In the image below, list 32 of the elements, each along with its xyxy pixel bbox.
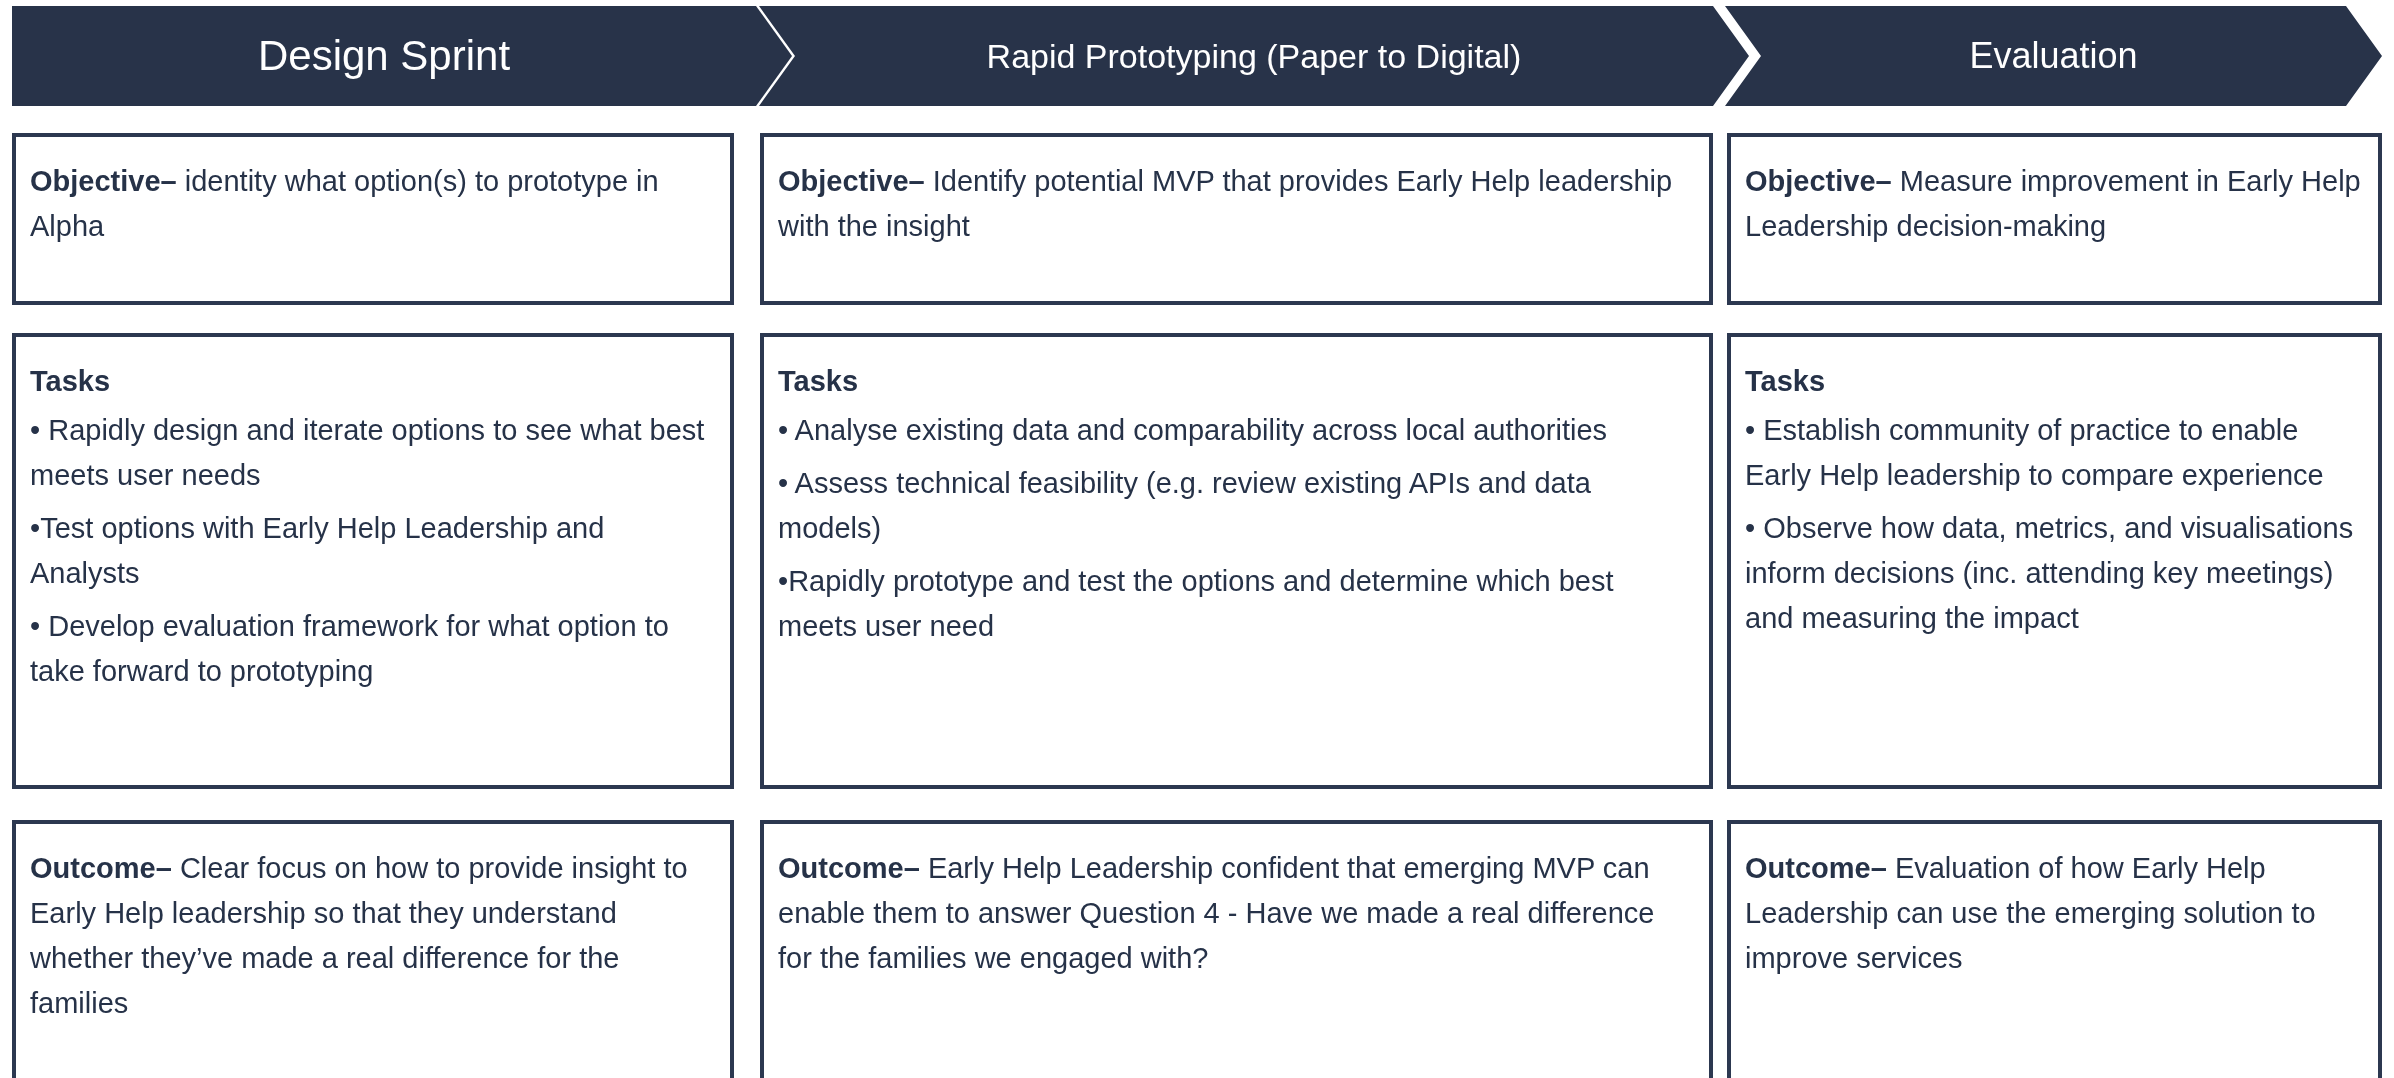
content-box: [1727, 333, 2382, 789]
box-text: Outcome– Clear focus on how to provide insight to Early Help leadership so that they understand whether they’ve made a real difference for the families: [30, 851, 689, 1021]
box-heading: Tasks: [30, 364, 112, 399]
content-box: [12, 820, 734, 1078]
content-box: [1727, 133, 2382, 305]
chevron-banner: [12, 6, 792, 106]
bullet-text: • Establish community of practice to enable Early Help leadership to compare experience: [1745, 413, 2325, 493]
content-box: [760, 333, 1713, 789]
box-heading: Tasks: [1745, 364, 1827, 399]
box-text: Objective– Measure improvement in Early Help Leadership decision-making: [1745, 164, 2362, 244]
box-text: Outcome– Evaluation of how Early Help Leadership can use the emerging solution to improve services: [1745, 851, 2317, 976]
box-text: Objective– identity what option(s) to prototype in Alpha: [30, 164, 660, 244]
box-text: Objective– Identify potential MVP that provides Early Help leadership with the insight: [778, 164, 1674, 244]
chevron-banner: [759, 6, 1749, 106]
bullet-text: • Observe how data, metrics, and visualisations inform decisions (inc. attending key meetings) and measuring the impact: [1745, 511, 2355, 636]
box-heading: Tasks: [778, 364, 860, 399]
bullet-text: • Rapidly design and iterate options to see what best meets user needs: [30, 413, 706, 493]
stage-title: Design Sprint: [257, 32, 511, 80]
stage-title: Evaluation: [1969, 35, 2138, 77]
content-box: [760, 820, 1713, 1078]
bullet-text: • Develop evaluation framework for what option to take forward to prototyping: [30, 609, 670, 689]
content-box: [1727, 820, 2382, 1078]
bullet-text: • Analyse existing data and comparability across local authorities: [778, 413, 1609, 448]
content-box: [760, 133, 1713, 305]
content-box: [12, 333, 734, 789]
bullet-text: • Assess technical feasibility (e.g. review existing APIs and data models): [778, 466, 1592, 546]
box-text: Outcome– Early Help Leadership confident that emerging MVP can enable them to answer Question 4 - Have we made a real difference for the families we engaged with?: [778, 851, 1656, 976]
chevron-banner: [1725, 6, 2382, 106]
stage-title: Rapid Prototyping (Paper to Digital): [986, 36, 1522, 76]
bullet-text: •Rapidly prototype and test the options and determine which best meets user need: [778, 564, 1615, 644]
bullet-text: •Test options with Early Help Leadership and Analysts: [30, 511, 606, 591]
content-box: [12, 133, 734, 305]
